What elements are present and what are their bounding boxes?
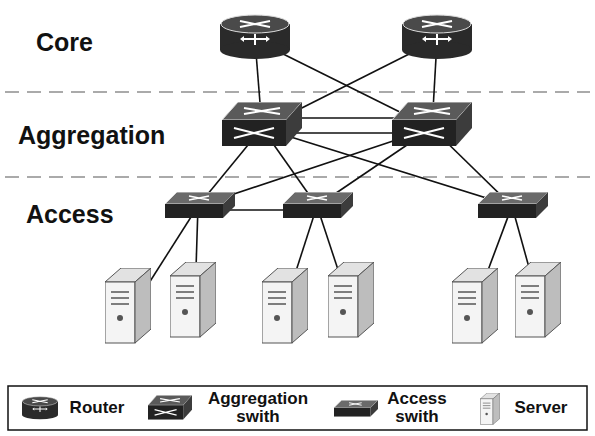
legend-text: Router xyxy=(62,399,132,417)
layer-label: Core xyxy=(36,28,93,57)
layer-label: Aggregation xyxy=(18,121,165,150)
legend-text: Aggregation swith xyxy=(196,390,320,426)
layer-dividers xyxy=(5,92,590,177)
devices xyxy=(105,15,561,343)
legend-text: Access swith xyxy=(382,390,452,426)
legend-frame xyxy=(8,386,587,430)
legend-text: Server xyxy=(506,399,576,417)
layer-label: Access xyxy=(26,200,114,229)
